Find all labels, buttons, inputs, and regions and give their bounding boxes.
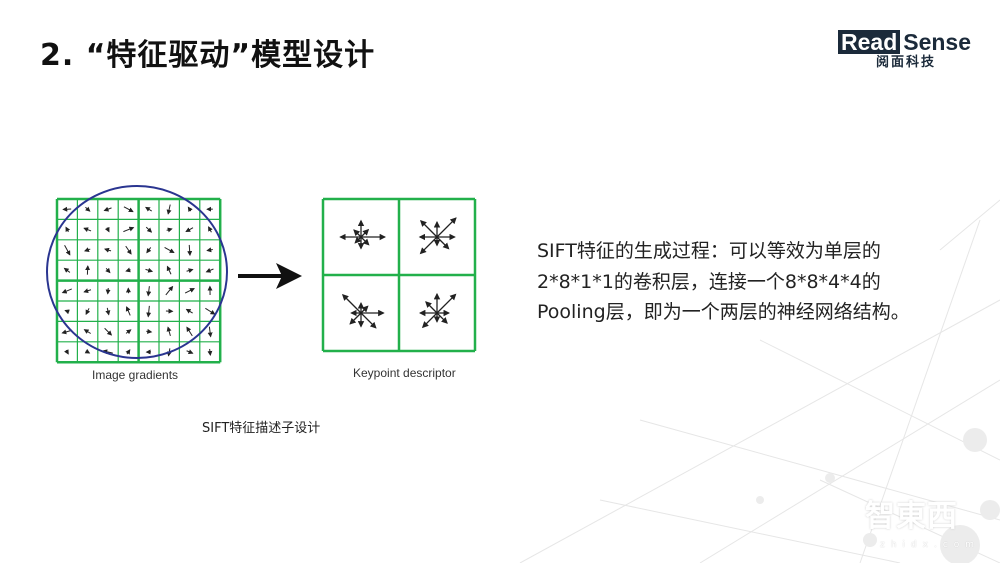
gradient-arrow	[65, 226, 71, 233]
orientation-arrow	[436, 293, 457, 314]
gaussian-window-circle	[46, 185, 228, 359]
orientation-arrow	[349, 312, 362, 325]
gradient-arrow	[125, 306, 131, 316]
gradient-arrow	[185, 227, 194, 232]
gradient-arrow	[104, 226, 110, 233]
gradient-arrow	[125, 349, 131, 355]
figure-caption: SIFT特征描述子设计	[202, 421, 321, 436]
orientation-arrow	[354, 236, 362, 244]
gradient-arrow	[184, 288, 195, 294]
gradient-arrow	[186, 349, 194, 355]
gradient-arrow	[166, 204, 172, 215]
orientation-arrow	[360, 305, 369, 314]
gradient-arrow	[125, 267, 131, 273]
gradient-arrow	[64, 309, 70, 315]
sift-figure	[46, 185, 477, 364]
gradient-arrow	[187, 244, 193, 257]
gradient-arrow	[187, 206, 193, 213]
gradient-arrow	[105, 307, 111, 316]
watermark: 智東西	[865, 499, 958, 534]
gradient-arrow	[85, 206, 91, 212]
watermark-url: zhidx.com	[880, 540, 981, 550]
gradient-arrow	[185, 308, 193, 314]
gradient-arrow	[83, 227, 92, 233]
image-gradients-grid	[55, 197, 222, 364]
logo-read: Read	[838, 30, 901, 54]
orientation-arrow	[421, 312, 438, 329]
gradient-arrow	[145, 226, 153, 233]
gradient-arrow	[63, 267, 71, 273]
logo-chinese: 阅面科技	[876, 55, 937, 70]
gradient-arrow	[103, 206, 112, 212]
gradient-arrow	[125, 329, 132, 335]
orientation-arrow	[360, 312, 377, 329]
description-line: 2*8*1*1的卷积层，连接一个8*8*4*4的	[537, 270, 881, 293]
image-gradients-caption: Image gradients	[92, 368, 179, 382]
gradient-arrow	[123, 226, 135, 233]
keypoint-descriptor-caption: Keypoint descriptor	[353, 366, 456, 380]
gradient-arrow	[166, 227, 173, 233]
gradient-arrow	[207, 326, 213, 338]
gradient-arrow	[64, 244, 71, 256]
gradient-arrow	[83, 288, 92, 294]
gradient-arrow	[104, 327, 113, 336]
gradient-arrow	[165, 285, 174, 296]
gradient-arrow	[146, 286, 152, 297]
gradient-arrow	[166, 265, 172, 275]
gradient-arrow	[85, 308, 91, 316]
gradient-arrow	[61, 288, 72, 294]
gradient-arrow	[186, 268, 194, 274]
gradient-arrow	[125, 245, 132, 255]
gradient-arrow	[123, 206, 134, 213]
description-line: Pooling层，即为一个两层的神经网络结构。	[537, 301, 910, 323]
gradient-arrow	[145, 267, 154, 273]
transform-arrow	[238, 263, 302, 289]
gradient-arrow	[164, 247, 175, 253]
gradient-arrow	[205, 307, 216, 315]
keypoint-descriptor-grid	[321, 197, 477, 353]
gradient-arrow	[105, 267, 111, 274]
gradient-arrow	[205, 267, 214, 273]
orientation-arrow	[360, 236, 370, 246]
gradient-arrow	[64, 349, 69, 355]
gradient-arrow	[166, 326, 172, 337]
gradient-arrow	[206, 247, 213, 253]
orientation-arrow	[436, 236, 450, 250]
gradient-arrow	[146, 247, 152, 254]
slide-title: 2. “特征驱动”模型设计	[40, 38, 376, 73]
gradient-arrow	[207, 348, 213, 357]
gradient-arrow	[186, 326, 193, 337]
orientation-arrow	[360, 228, 370, 238]
orientation-arrow	[419, 236, 438, 255]
gradient-arrow	[145, 206, 152, 212]
gradient-arrow	[84, 247, 91, 252]
orientation-arrow	[436, 312, 448, 324]
orientation-arrow	[436, 217, 457, 238]
orientation-arrow	[425, 301, 438, 314]
gradient-arrow	[104, 247, 112, 253]
description-line: SIFT特征的生成过程：可以等效为单层的	[537, 240, 881, 262]
logo-sense: Sense	[903, 29, 972, 55]
orientation-arrow	[341, 293, 362, 314]
gradient-arrow	[146, 328, 153, 334]
orientation-arrow	[419, 219, 438, 238]
gradient-arrow	[146, 305, 152, 318]
gradient-arrow	[208, 226, 213, 233]
description-text: SIFT特征的生成过程：可以等效为单层的 2*8*1*1的卷积层，连接一个8*8…	[537, 236, 977, 328]
gradient-arrow	[83, 329, 91, 334]
gradient-arrow	[84, 348, 91, 354]
orientation-arrow	[353, 229, 362, 238]
